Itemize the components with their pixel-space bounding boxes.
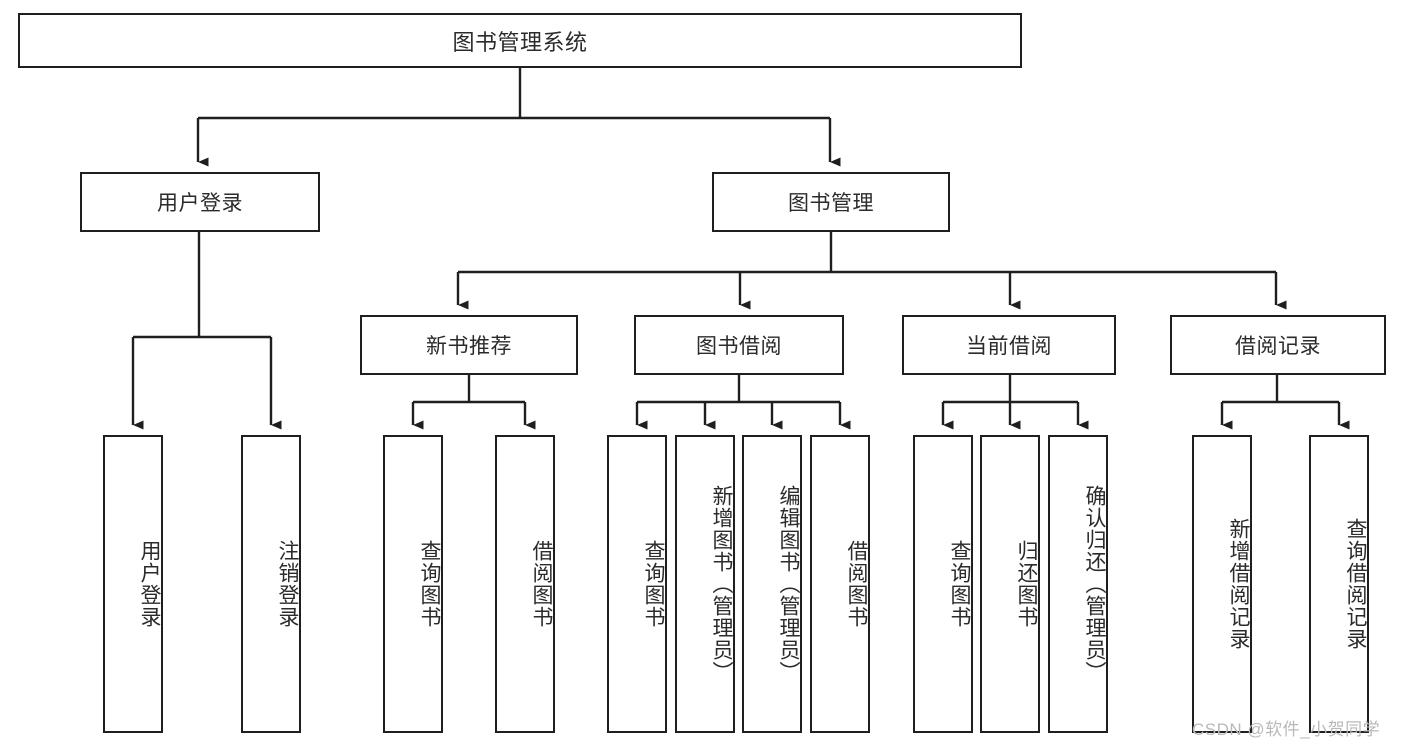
leaf-book-borrow-query[interactable]: 查询图书 xyxy=(607,435,667,733)
leaf-borrow-record-query[interactable]: 查询借阅记录 xyxy=(1309,435,1369,733)
csdn-watermark: CSDN @软件_小贺同学 xyxy=(1192,720,1381,739)
node-borrow-record[interactable]: 借阅记录 xyxy=(1170,315,1386,375)
node-root-library-system[interactable]: 图书管理系统 xyxy=(18,13,1022,68)
leaf-book-borrow-borrow[interactable]: 借阅图书 xyxy=(810,435,870,733)
leaf-new-book-query[interactable]: 查询图书 xyxy=(383,435,443,733)
leaf-book-borrow-edit[interactable]: 编辑图书（管理员） xyxy=(742,435,802,733)
leaf-user-login-login[interactable]: 用户登录 xyxy=(103,435,163,733)
node-book-management[interactable]: 图书管理 xyxy=(712,172,950,232)
leaf-current-borrow-confirm-return[interactable]: 确认归还（管理员） xyxy=(1048,435,1108,733)
node-book-borrow[interactable]: 图书借阅 xyxy=(634,315,844,375)
leaf-borrow-record-add[interactable]: 新增借阅记录 xyxy=(1192,435,1252,733)
leaf-book-borrow-add[interactable]: 新增图书（管理员） xyxy=(675,435,735,733)
leaf-user-login-logout[interactable]: 注销登录 xyxy=(241,435,301,733)
node-user-login[interactable]: 用户登录 xyxy=(80,172,320,232)
leaf-new-book-borrow[interactable]: 借阅图书 xyxy=(495,435,555,733)
node-new-book-recommend[interactable]: 新书推荐 xyxy=(360,315,578,375)
leaf-current-borrow-query[interactable]: 查询图书 xyxy=(913,435,973,733)
node-current-borrow[interactable]: 当前借阅 xyxy=(902,315,1116,375)
leaf-current-borrow-return[interactable]: 归还图书 xyxy=(980,435,1040,733)
